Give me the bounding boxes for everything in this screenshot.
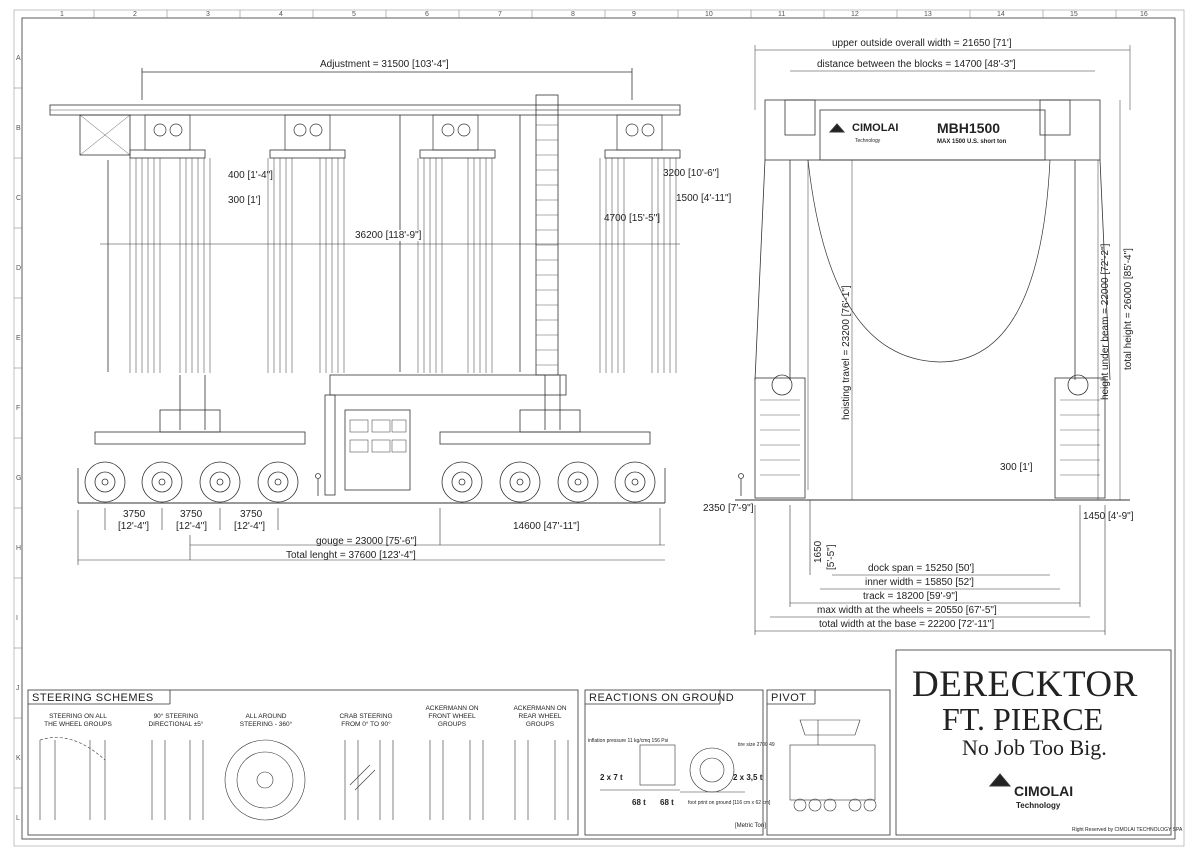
dim-36200: 36200 [118'-9"] (355, 230, 422, 241)
load-68-b: 68 t (660, 798, 674, 807)
rights-footer: Right Reserved by CIMOLAI TECHNOLOGY SPA (1072, 827, 1183, 833)
dim-2350: 2350 [7'-9"] (703, 503, 754, 514)
grid-col-14: 14 (997, 11, 1005, 18)
front-view (735, 45, 1131, 635)
grid-col-9: 9 (632, 11, 636, 18)
total-length-dimension: Total lenght = 37600 [123'-4"] (286, 550, 416, 561)
grid-row-l: L (16, 815, 20, 822)
grid-row-b: B (16, 125, 21, 132)
pivot-header: PIVOT (771, 692, 807, 704)
dim-1650-imperial: [5'-5"] (826, 544, 837, 570)
grid-col-1: 1 (60, 11, 64, 18)
sheet-border (21, 17, 1176, 840)
title-derecktor: DERECKTOR (912, 664, 1138, 705)
load-68-a: 68 t (632, 798, 646, 807)
grid-row-i: I (16, 615, 18, 622)
upper-width-dimension: upper outside overall width = 21650 [71'… (832, 38, 1012, 49)
blocks-distance-dimension: distance between the blocks = 14700 [48'… (817, 59, 1016, 70)
dim-1500: 1500 [4'-11"] (676, 193, 732, 204)
title-ft-pierce: FT. PIERCE (942, 701, 1104, 737)
dim-14600: 14600 [47'-11"] (513, 521, 580, 532)
dim-1650: 1650 (813, 540, 824, 563)
bottom-panels (27, 649, 1172, 836)
title-slogan: No Job Too Big. (962, 735, 1107, 760)
grid-col-5: 5 (352, 11, 356, 18)
footprint-on-ground: foot print on ground [116 cm x 62 cm] (688, 800, 771, 806)
grid-col-12: 12 (851, 11, 859, 18)
grid-row-j: J (16, 685, 20, 692)
model-capacity: MAX 1500 U.S. short ton (937, 139, 1007, 145)
dim-3750-c: 3750 (240, 509, 263, 520)
track-dimension: track = 18200 [59'-9"] (863, 591, 958, 602)
dim-3750-c-imperial: [12'-4"] (234, 521, 266, 532)
grid-col-10: 10 (705, 11, 713, 18)
reactions-drawings (600, 744, 745, 793)
dim-400: 400 [1'-4"] (228, 170, 273, 181)
grid-ticks (14, 10, 1117, 789)
scheme-ackermann-rear: ACKERMANN ON REAR WHEEL GROUPS (513, 705, 567, 728)
scheme-ackermann-front: ACKERMANN ON FRONT WHEEL GROUPS (425, 705, 479, 728)
inner-width-dimension: inner width = 15850 [52'] (865, 577, 974, 588)
total-height-dimension: total height = 26000 [85'-4"] (1123, 248, 1134, 370)
dock-span-dimension: dock span = 15250 [50'] (868, 563, 975, 574)
steering-icons (39, 737, 569, 821)
beam-brand-sub: Technology (855, 138, 881, 144)
grid-col-13: 13 (924, 11, 932, 18)
grid-col-16: 16 (1140, 11, 1148, 18)
model-name: MBH1500 (937, 120, 1001, 136)
grid-row-d: D (16, 265, 22, 272)
reactions-header: REACTIONS ON GROUND (589, 692, 735, 704)
hoisting-travel-dimension: hoisting travel = 23200 [76'-1"] (841, 285, 852, 420)
grid-row-g: G (16, 475, 22, 482)
title-brand: CIMOLAI (1014, 783, 1074, 799)
pivot-drawing (789, 719, 877, 812)
adjustment-dimension: Adjustment = 31500 [103'-4"] (320, 59, 449, 70)
dim-3750-a: 3750 (123, 509, 146, 520)
scheme-all-wheel-groups: STEERING ON ALL THE WHEEL GROUPS (44, 713, 112, 728)
grid-row-k: K (16, 755, 21, 762)
inflation-pressure: inflation pressure 11 kg/cmq 156 Psi (588, 738, 669, 744)
height-under-beam-dimension: height under beam = 22000 [72'-2"] (1100, 243, 1111, 400)
tire-size: tire size 2700 49 (738, 742, 775, 748)
steering-schemes-header: STEERING SCHEMES (32, 692, 154, 704)
max-width-wheels-dimension: max width at the wheels = 20550 [67'-5"] (817, 605, 997, 616)
load-2x7: 2 x 7 t (600, 773, 623, 782)
grid-col-4: 4 (279, 11, 283, 18)
dim-4700: 4700 [15'-5"] (604, 213, 661, 224)
dim-3750-b: 3750 (180, 509, 203, 520)
grid-col-2: 2 (133, 11, 137, 18)
grid-col-6: 6 (425, 11, 429, 18)
dim-1450: 1450 [4'-9"] (1083, 511, 1134, 522)
scheme-crab-steering: CRAB STEERING FROM 0° TO 90° (339, 713, 393, 728)
grid-row-c: C (16, 195, 22, 202)
grid-col-3: 3 (206, 11, 210, 18)
grid-row-f: F (16, 405, 21, 412)
dim-300-front: 300 [1'] (1000, 462, 1033, 473)
dim-3750-a-imperial: [12'-4"] (118, 521, 150, 532)
beam-brand: CIMOLAI (852, 122, 899, 134)
dim-300-side: 300 [1'] (228, 195, 261, 206)
grid-row-h: H (16, 545, 22, 552)
sheet-outer-border (13, 9, 1185, 847)
scheme-all-around-360: ALL AROUND STEERING - 360° (239, 713, 293, 728)
grid-col-7: 7 (498, 11, 502, 18)
title-brand-sub: Technology (1016, 801, 1061, 810)
gauge-dimension: gouge = 23000 [75'-6"] (316, 536, 417, 547)
dim-3750-b-imperial: [12'-4"] (176, 521, 208, 532)
scheme-90-degree: 90° STEERING DIRECTIONAL ±5° (148, 713, 204, 728)
dim-3200: 3200 [10'-6"] (663, 168, 720, 179)
load-2x35: 2 x 3,5 t (733, 773, 763, 782)
grid-col-11: 11 (778, 11, 786, 18)
side-view (49, 68, 681, 565)
grid-col-8: 8 (571, 11, 575, 18)
grid-row-e: E (16, 335, 21, 342)
metric-ton-note: [Metric Ton] (735, 823, 766, 829)
grid-row-a: A (16, 55, 21, 62)
cimolai-logo-mark (828, 123, 1012, 787)
total-width-base-dimension: total width at the base = 22200 [72'-11"… (819, 619, 995, 630)
grid-col-15: 15 (1070, 11, 1078, 18)
